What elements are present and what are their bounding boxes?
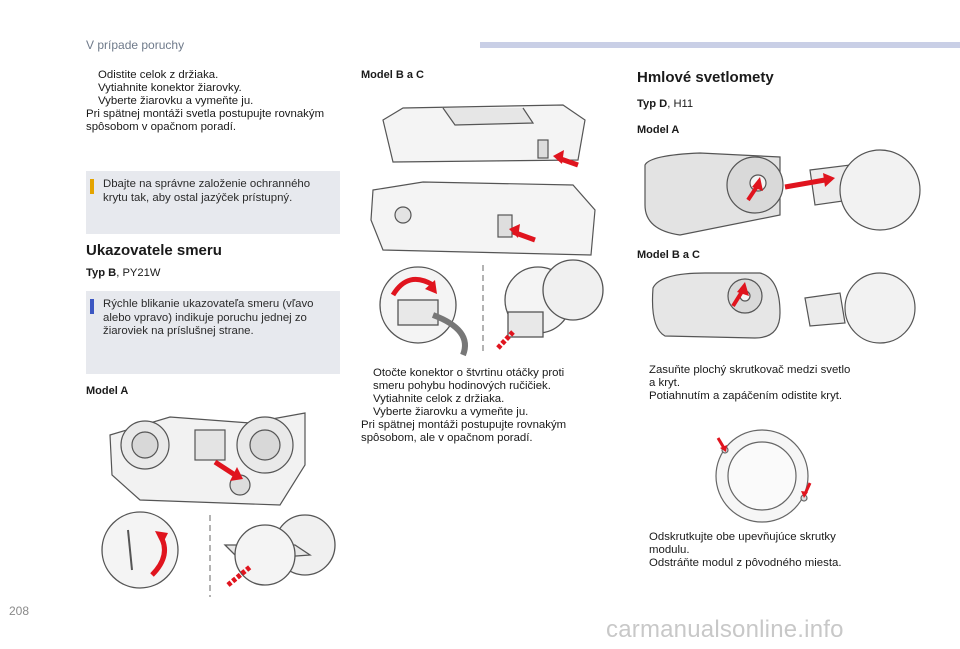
note-text: Rýchle blikanie ukazovateľa smeru (vľavo… bbox=[103, 298, 314, 337]
paragraph-line: Pri spätnej montáži postupujte rovnakým bbox=[361, 419, 567, 431]
col3-steps-b: Odskrutkujte obe upevňujúce skrutky modu… bbox=[637, 531, 887, 570]
note-marker-icon bbox=[90, 299, 94, 314]
col3-steps-a: Zasuňte plochý skrutkovač medzi svetlo a… bbox=[637, 364, 887, 403]
paragraph-line: spôsobom, ale v opačnom poradí. bbox=[361, 432, 533, 444]
headlamp-model-bc-illustration bbox=[370, 104, 604, 357]
list-item: Zasuňte plochý skrutkovač medzi svetlo bbox=[649, 364, 851, 376]
paragraph-line: Pri spätnej montáži svetla postupujte ro… bbox=[86, 108, 325, 120]
list-item: Potiahnutím a zapáčením odistite kryt. bbox=[649, 390, 843, 402]
heading-turn-signals: Ukazovatele smeru bbox=[86, 242, 222, 259]
list-item: Vyberte žiarovku a vymeňte ju. bbox=[98, 95, 254, 107]
list-item: Odskrutkujte obe upevňujúce skrutky bbox=[649, 531, 836, 543]
header-accent-bar bbox=[480, 42, 960, 48]
list-item: Odstráňte modul z pôvodného miesta. bbox=[649, 557, 842, 569]
note-box-protective-cover: Dbajte na správne založenie ochranného k… bbox=[86, 171, 340, 234]
note-text: Dbajte na správne založenie ochranného k… bbox=[103, 178, 311, 204]
label-model-a: Model A bbox=[637, 124, 680, 136]
paragraph-line: spôsobom v opačnom poradí. bbox=[86, 121, 237, 133]
label-model-b-c: Model B a C bbox=[361, 69, 424, 81]
list-item: Vytiahnite celok z držiaka. bbox=[373, 393, 505, 405]
foglamp-module-illustration bbox=[715, 429, 812, 523]
col2-steps: Otočte konektor o štvrtinu otáčky proti … bbox=[361, 367, 601, 445]
section-title: V prípade poruchy bbox=[86, 38, 185, 52]
list-item: Vyberte žiarovku a vymeňte ju. bbox=[373, 406, 529, 418]
page-number: 208 bbox=[9, 604, 30, 618]
watermark: carmanualsonline.info bbox=[606, 616, 844, 643]
note-marker-icon bbox=[90, 179, 94, 194]
foglamp-model-a-illustration bbox=[644, 149, 921, 236]
label-model-a: Model A bbox=[86, 385, 129, 397]
col1-steps: Odistite celok z držiaka. Vytiahnite kon… bbox=[86, 69, 346, 134]
list-item: Vytiahnite konektor žiarovky. bbox=[98, 82, 242, 94]
headlamp-model-a-illustration bbox=[101, 412, 336, 597]
foglamp-model-bc-illustration bbox=[651, 272, 916, 344]
note-box-fast-blinking: Rýchle blikanie ukazovateľa smeru (vľavo… bbox=[86, 291, 340, 374]
bulb-type: Typ D, H11 bbox=[637, 98, 694, 110]
bulb-type: Typ B, PY21W bbox=[86, 267, 161, 279]
heading-fog-lights: Hmlové svetlomety bbox=[637, 69, 774, 86]
list-item: Odistite celok z držiaka. bbox=[98, 69, 219, 81]
list-item: Otočte konektor o štvrtinu otáčky proti bbox=[373, 367, 565, 379]
label-model-b-c: Model B a C bbox=[637, 249, 700, 261]
